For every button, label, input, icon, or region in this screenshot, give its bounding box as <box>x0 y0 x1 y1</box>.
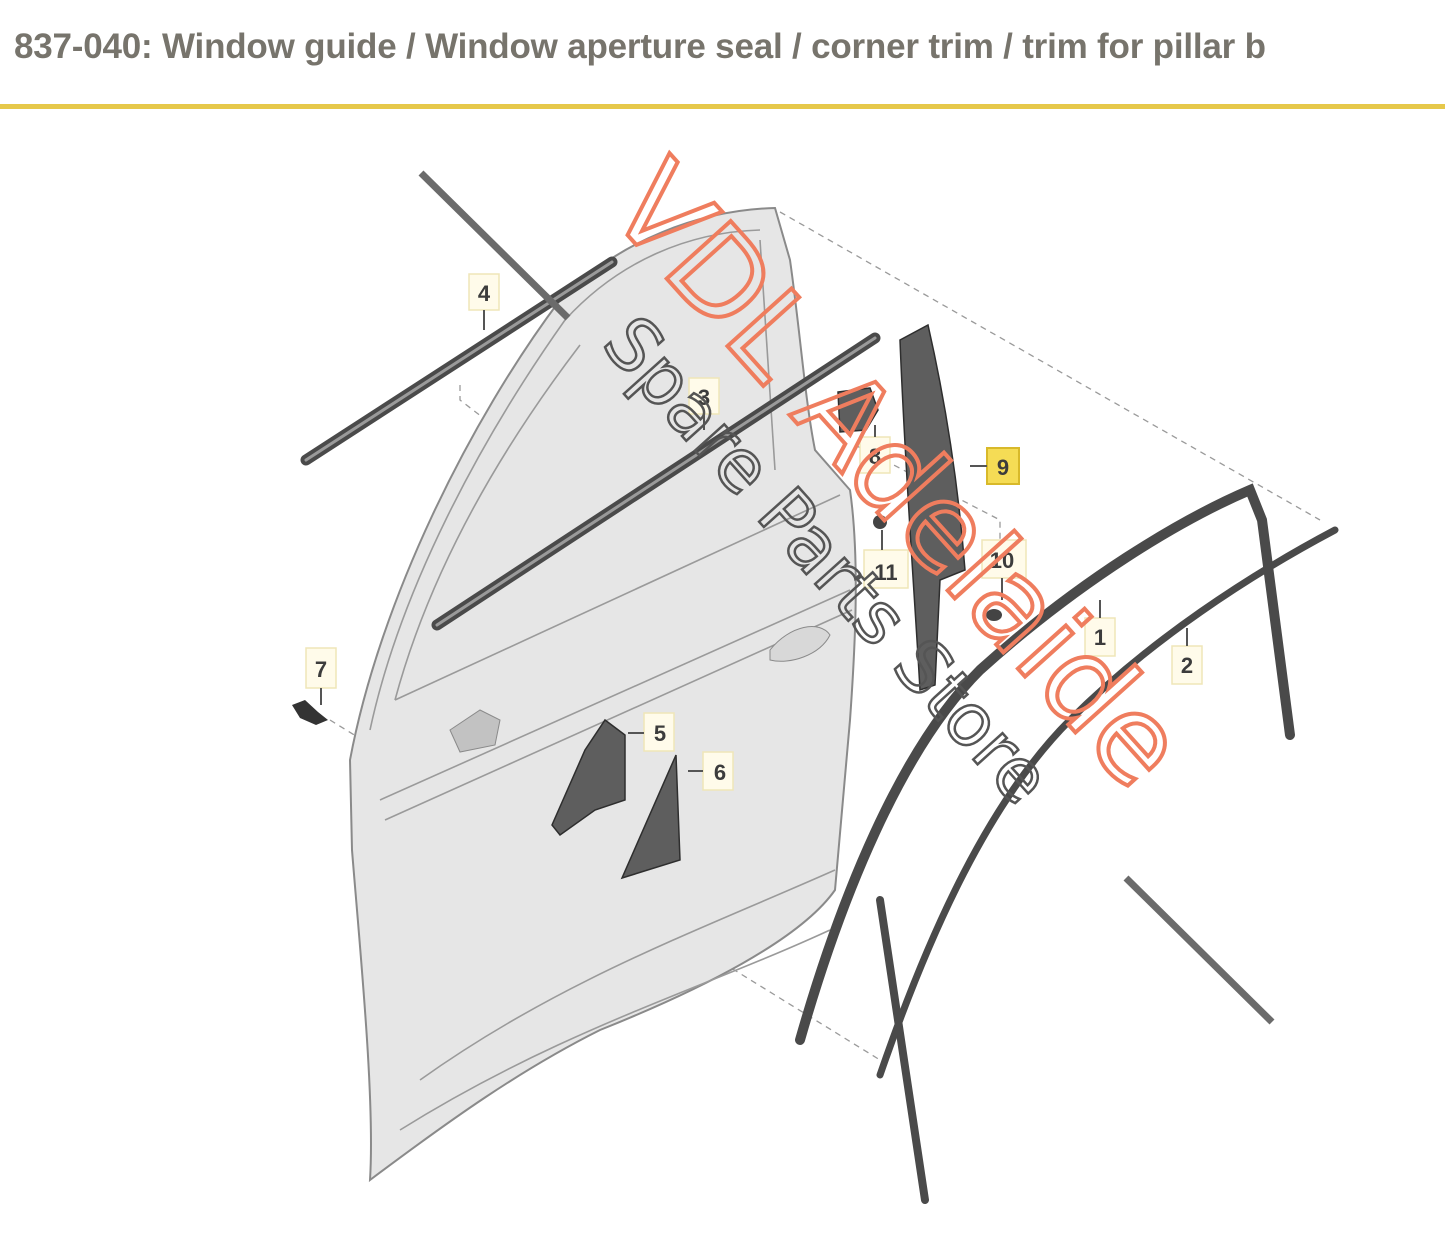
svg-text:6: 6 <box>714 760 726 785</box>
callouts: 4 3 8 9 11 10 1 <box>305 273 1203 791</box>
callout-4[interactable]: 4 <box>468 273 500 330</box>
callout-10[interactable]: 10 <box>981 539 1027 600</box>
svg-text:4: 4 <box>478 281 491 306</box>
svg-text:8: 8 <box>869 444 881 469</box>
part-5-corner-trim <box>551 718 626 837</box>
watermark-bar-bottom <box>1123 875 1275 1025</box>
svg-text:9: 9 <box>997 455 1009 480</box>
svg-text:1: 1 <box>1094 625 1106 650</box>
svg-text:2: 2 <box>1181 653 1193 678</box>
callout-6[interactable]: 6 <box>688 751 734 791</box>
svg-text:11: 11 <box>874 560 897 585</box>
part-11-clip <box>873 515 887 529</box>
svg-text:3: 3 <box>698 385 710 410</box>
part-6-triangle-cover <box>620 754 681 880</box>
part-10-clip <box>986 609 1002 621</box>
callout-3[interactable]: 3 <box>688 377 720 430</box>
svg-text:7: 7 <box>315 657 327 682</box>
part-7-bolt <box>292 700 328 725</box>
part-9-pillar-b-trim <box>899 323 966 692</box>
part-1-aperture-seal <box>795 483 1295 1204</box>
svg-text:5: 5 <box>654 721 666 746</box>
page-title: 837-040: Window guide / Window aperture … <box>14 27 1266 66</box>
callout-9[interactable]: 9 <box>970 447 1020 485</box>
callout-1[interactable]: 1 <box>1084 600 1116 657</box>
callout-5[interactable]: 5 <box>628 712 675 752</box>
callout-7[interactable]: 7 <box>305 647 337 705</box>
part-4-seal-strip <box>300 256 618 466</box>
header-divider <box>0 104 1445 109</box>
watermark-bar-top <box>418 170 571 321</box>
door-shell <box>348 206 857 1183</box>
svg-text:10: 10 <box>990 548 1014 573</box>
part-8-bracket <box>837 387 879 433</box>
part-3-inner-strip <box>431 332 881 631</box>
callout-8[interactable]: 8 <box>859 425 891 474</box>
part-2-window-seal <box>876 526 1339 1079</box>
callout-11[interactable]: 11 <box>863 530 909 589</box>
door-handle <box>769 626 831 662</box>
callout-2[interactable]: 2 <box>1171 628 1203 685</box>
page-header: 837-040: Window guide / Window aperture … <box>0 0 1445 110</box>
mirror-patch <box>449 709 501 753</box>
